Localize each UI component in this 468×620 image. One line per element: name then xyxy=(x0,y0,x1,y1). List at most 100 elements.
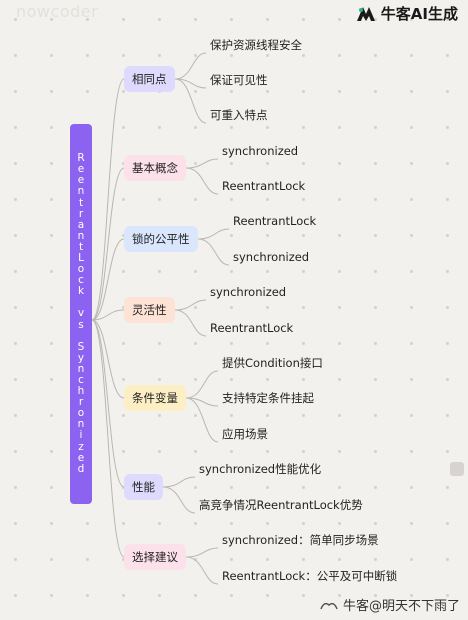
grid-dot xyxy=(446,54,449,57)
connector-line xyxy=(174,52,207,80)
leaf-node[interactable]: ReentrantLock xyxy=(210,321,294,335)
grid-dot xyxy=(266,306,269,309)
leaf-node[interactable]: 提供Condition接口 xyxy=(222,356,323,370)
grid-dot xyxy=(374,270,377,273)
grid-dot xyxy=(158,594,161,597)
leaf-node[interactable]: synchronized：简单同步场景 xyxy=(222,533,379,547)
grid-dot xyxy=(410,54,413,57)
grid-dot xyxy=(194,450,197,453)
grid-dot xyxy=(122,126,125,129)
connector-line xyxy=(174,309,207,337)
leaf-node[interactable]: synchronized xyxy=(222,144,299,158)
category-node[interactable]: 条件变量 xyxy=(124,385,186,411)
leaf-node[interactable]: 高竞争情况ReentrantLock优势 xyxy=(199,498,363,512)
grid-dot xyxy=(446,414,449,417)
brand: 牛客AI生成 xyxy=(355,3,458,24)
grid-dot xyxy=(122,522,125,525)
grid-dot xyxy=(410,90,413,93)
grid-dot xyxy=(410,126,413,129)
grid-dot xyxy=(50,54,53,57)
grid-dot xyxy=(302,54,305,57)
grid-dot xyxy=(338,558,341,561)
grid-dot xyxy=(230,414,233,417)
grid-dot xyxy=(14,594,17,597)
side-cat-icon xyxy=(450,462,464,476)
grid-dot xyxy=(374,378,377,381)
grid-dot xyxy=(410,414,413,417)
grid-dot xyxy=(374,342,377,345)
grid-dot xyxy=(302,198,305,201)
grid-dot xyxy=(14,306,17,309)
grid-dot xyxy=(230,378,233,381)
grid-dot xyxy=(230,522,233,525)
grid-dot xyxy=(410,306,413,309)
grid-dot xyxy=(374,126,377,129)
leaf-node[interactable]: ReentrantLock：公平及可中断锁 xyxy=(222,569,398,583)
root-char: t xyxy=(78,196,84,209)
grid-dot xyxy=(302,558,305,561)
root-char: e xyxy=(77,163,85,176)
grid-dot xyxy=(86,54,89,57)
grid-dot xyxy=(374,54,377,57)
grid-dot xyxy=(374,594,377,597)
connector-line xyxy=(91,78,125,321)
category-node[interactable]: 选择建议 xyxy=(124,544,186,570)
root-char: L xyxy=(78,251,84,264)
watermark-nowcoder: nowcoder xyxy=(16,2,99,21)
leaf-node[interactable]: 支持特定条件挂起 xyxy=(222,391,314,405)
connector-line xyxy=(174,78,207,89)
grid-dot xyxy=(374,522,377,525)
leaf-node[interactable]: ReentrantLock xyxy=(233,214,317,228)
category-node[interactable]: 基本概念 xyxy=(124,155,186,181)
grid-dot xyxy=(194,558,197,561)
grid-dot xyxy=(230,18,233,21)
grid-dot xyxy=(158,378,161,381)
grid-dot xyxy=(338,162,341,165)
category-node[interactable]: 性能 xyxy=(124,474,163,500)
grid-dot xyxy=(338,234,341,237)
grid-dot xyxy=(14,450,17,453)
root-char: s xyxy=(78,318,84,331)
category-node[interactable]: 相同点 xyxy=(124,66,175,92)
connector-line xyxy=(91,319,125,399)
leaf-node[interactable]: 可重入特点 xyxy=(210,108,268,122)
connector-line xyxy=(174,78,207,124)
watermark-author-text: 牛客@明天不下雨了 xyxy=(342,599,460,614)
connector-line xyxy=(185,370,219,399)
leaf-node[interactable]: synchronized xyxy=(233,250,310,264)
grid-dot xyxy=(50,198,53,201)
grid-dot xyxy=(266,594,269,597)
leaf-node[interactable]: synchronized性能优化 xyxy=(199,462,322,476)
category-node[interactable]: 灵活性 xyxy=(124,297,175,323)
grid-dot xyxy=(374,18,377,21)
grid-dot xyxy=(302,414,305,417)
root-char: n xyxy=(77,418,85,431)
grid-dot xyxy=(122,378,125,381)
leaf-node[interactable]: 保证可见性 xyxy=(210,73,268,87)
grid-dot xyxy=(374,414,377,417)
grid-dot xyxy=(446,306,449,309)
grid-dot xyxy=(374,198,377,201)
grid-dot xyxy=(446,594,449,597)
leaf-node[interactable]: synchronized xyxy=(210,285,287,299)
grid-dot xyxy=(446,342,449,345)
grid-dot xyxy=(14,234,17,237)
grid-dot xyxy=(158,342,161,345)
grid-dot xyxy=(50,414,53,417)
category-node[interactable]: 锁的公平性 xyxy=(124,226,198,252)
grid-dot xyxy=(122,162,125,165)
grid-dot xyxy=(14,378,17,381)
grid-dot xyxy=(446,522,449,525)
grid-dot xyxy=(50,522,53,525)
root-char: t xyxy=(78,240,84,253)
grid-dot xyxy=(410,522,413,525)
leaf-node[interactable]: 保护资源线程安全 xyxy=(210,38,302,52)
grid-dot xyxy=(266,234,269,237)
grid-dot xyxy=(14,162,17,165)
grid-dot xyxy=(338,270,341,273)
grid-dot xyxy=(230,90,233,93)
leaf-node[interactable]: 应用场景 xyxy=(222,427,268,441)
leaf-node[interactable]: ReentrantLock xyxy=(222,179,306,193)
